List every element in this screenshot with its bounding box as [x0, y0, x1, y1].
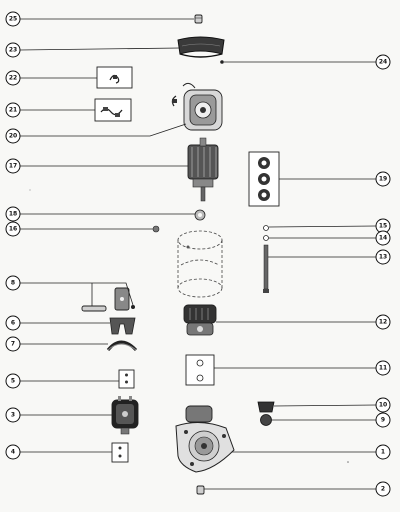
callout-13: 13 — [268, 249, 391, 265]
callout-label: 24 — [379, 59, 387, 66]
callout-25: 25 — [5, 11, 194, 27]
gasket-part — [185, 354, 215, 386]
callout-label: 6 — [11, 320, 15, 327]
callout-12: 12 — [216, 314, 391, 330]
callout-label: 19 — [379, 176, 387, 183]
washer-part — [194, 209, 206, 221]
callout-label: 8 — [11, 280, 15, 287]
callout-label: 12 — [379, 319, 387, 326]
lever-spring-part — [106, 340, 138, 352]
callout-23: 23 — [5, 42, 181, 58]
callout-label: 7 — [11, 341, 15, 348]
washer-kit-part — [248, 151, 280, 207]
callout-label: 20 — [9, 133, 17, 140]
callout-19: 19 — [279, 171, 391, 187]
callout-label: 2 — [381, 486, 385, 493]
field-frame-outline — [177, 230, 223, 298]
thru-bolt-part — [263, 244, 269, 293]
callout-label: 4 — [11, 449, 15, 456]
callout-label: 23 — [9, 47, 17, 54]
callout-16: 16 — [5, 221, 153, 237]
callout-label: 16 — [9, 226, 17, 233]
callout-label: 5 — [11, 378, 15, 385]
shift-lever-part — [109, 287, 136, 335]
callout-label: 1 — [381, 449, 385, 456]
solenoid-part — [111, 396, 139, 435]
speck — [347, 461, 349, 463]
callouts-layer: 25 23 24 22 21 20 — [5, 11, 391, 497]
callout-15: 15 — [268, 218, 391, 234]
callout-18: 18 — [5, 206, 195, 222]
callout-label: 18 — [9, 211, 17, 218]
drive-assembly-part — [183, 304, 217, 336]
callout-label: 17 — [9, 163, 17, 170]
armature-part — [187, 137, 219, 202]
callout-6: 6 — [5, 315, 110, 331]
pin-clip-part — [131, 305, 135, 309]
callout-22: 22 — [5, 70, 97, 86]
plate-part — [118, 369, 135, 389]
plate-small-part — [111, 442, 129, 463]
callout-3: 3 — [5, 407, 112, 423]
callout-8: 8 — [5, 275, 134, 306]
callout-5: 5 — [5, 373, 119, 389]
callout-24: 24 — [224, 54, 391, 70]
callout-7: 7 — [5, 336, 108, 352]
callout-11: 11 — [214, 360, 391, 376]
callout-label: 15 — [379, 223, 387, 230]
commutator-end-head-part — [171, 82, 223, 131]
callout-17: 17 — [5, 158, 188, 174]
thru-bolt-nut-part — [194, 14, 203, 24]
callout-4: 4 — [5, 444, 112, 460]
screw-part — [220, 60, 224, 64]
speck — [29, 189, 31, 191]
bushing-part — [257, 401, 275, 413]
seal-part — [260, 414, 272, 426]
callout-label: 22 — [9, 75, 17, 82]
callout-label: 10 — [379, 402, 387, 409]
screw-small-part — [152, 225, 160, 233]
callout-9: 9 — [272, 412, 391, 428]
callout-21: 21 — [5, 102, 95, 118]
callout-label: 3 — [11, 412, 15, 419]
callout-label: 11 — [379, 365, 387, 372]
screw-bottom-part — [196, 485, 205, 495]
callout-2: 2 — [204, 481, 391, 497]
callout-label: 13 — [379, 254, 387, 261]
brush-kit-part — [96, 66, 133, 89]
drive-housing-part — [175, 405, 235, 473]
callout-label: 25 — [9, 16, 17, 23]
callout-1: 1 — [232, 444, 391, 460]
pin-part — [81, 305, 107, 312]
washer-small-part — [263, 225, 269, 231]
brush-lead-kit-part — [94, 98, 132, 122]
callout-14: 14 — [269, 230, 391, 246]
lock-washer-part — [263, 235, 269, 241]
callout-label: 14 — [379, 235, 387, 242]
callout-10: 10 — [273, 397, 391, 413]
callout-label: 9 — [381, 417, 385, 424]
band-part — [177, 36, 225, 58]
callout-label: 21 — [9, 107, 17, 114]
callout-20: 20 — [5, 123, 187, 144]
